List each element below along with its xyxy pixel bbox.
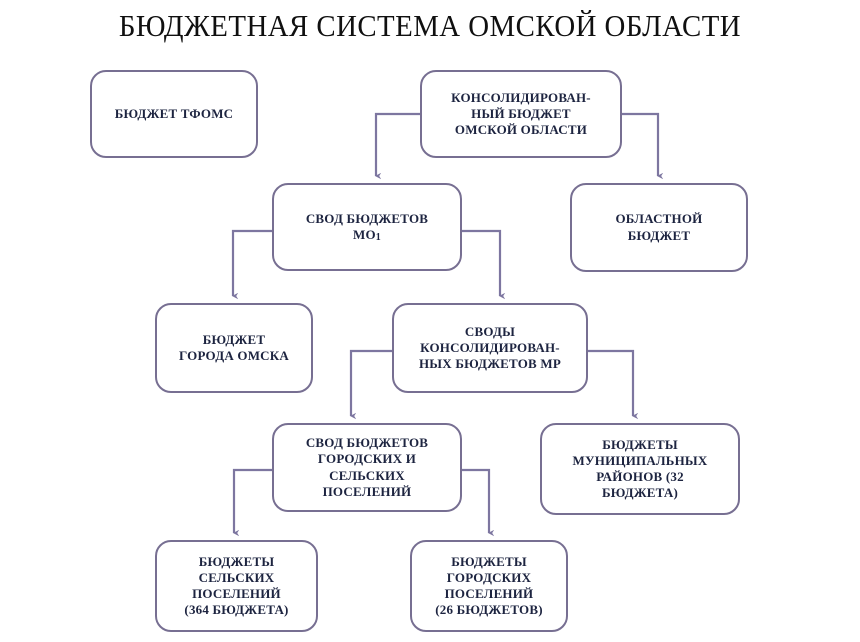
node-svod-budgets-urban-rural-settlements[interactable]: СВОД БЮДЖЕТОВ ГОРОДСКИХ И СЕЛЬСКИХ ПОСЕЛ…	[272, 423, 462, 512]
edge-svody-mr-to-munic-rayony	[588, 349, 639, 420]
node-budgets-municipal-districts[interactable]: БЮДЖЕТЫ МУНИЦИПАЛЬНЫХ РАЙОНОВ (32 БЮДЖЕТ…	[540, 423, 740, 515]
node-label: СВОДЫ КОНСОЛИДИРОВАН- НЫХ БЮДЖЕТОВ МР	[419, 323, 561, 372]
node-consolidated-budget-omsk-region[interactable]: КОНСОЛИДИРОВАН- НЫЙ БЮДЖЕТ ОМСКОЙ ОБЛАСТ…	[420, 70, 622, 158]
edge-svod-mo-to-omsk-city	[231, 229, 272, 300]
edge-svody-mr-to-svod-poseleniy	[349, 349, 392, 420]
edge-svod-mo-to-svody-mr	[462, 229, 506, 300]
node-label: БЮДЖЕТЫ ГОРОДСКИХ ПОСЕЛЕНИЙ (26 БЮДЖЕТОВ…	[435, 553, 543, 618]
footnote-marker: 1	[375, 231, 381, 243]
node-label: СВОД БЮДЖЕТОВ МО	[305, 210, 429, 242]
node-budgets-rural-settlements[interactable]: БЮДЖЕТЫ СЕЛЬСКИХ ПОСЕЛЕНИЙ (364 БЮДЖЕТА)	[155, 540, 318, 632]
edge-consolidated-to-oblastnoy	[622, 112, 664, 180]
node-label: БЮДЖЕТЫ СЕЛЬСКИХ ПОСЕЛЕНИЙ (364 БЮДЖЕТА)	[184, 553, 289, 618]
node-svod-budgets-mo[interactable]: СВОД БЮДЖЕТОВ МО1	[272, 183, 462, 271]
node-label: БЮДЖЕТЫ МУНИЦИПАЛЬНЫХ РАЙОНОВ (32 БЮДЖЕТ…	[572, 436, 708, 501]
node-svody-consolidated-budgets-mr[interactable]: СВОДЫ КОНСОЛИДИРОВАН- НЫХ БЮДЖЕТОВ МР	[392, 303, 588, 393]
node-label: БЮДЖЕТ ТФОМС	[114, 105, 234, 121]
node-label: БЮДЖЕТ ГОРОДА ОМСКА	[179, 331, 289, 363]
edge-consolidated-to-svod-mo	[374, 112, 420, 180]
node-budget-city-of-omsk[interactable]: БЮДЖЕТ ГОРОДА ОМСКА	[155, 303, 313, 393]
node-label: ОБЛАСТНОЙ БЮДЖЕТ	[615, 211, 703, 243]
page-title: БЮДЖЕТНАЯ СИСТЕМА ОМСКОЙ ОБЛАСТИ	[118, 8, 742, 43]
node-oblastnoy-budget[interactable]: ОБЛАСТНОЙ БЮДЖЕТ	[570, 183, 748, 272]
node-budgets-urban-settlements[interactable]: БЮДЖЕТЫ ГОРОДСКИХ ПОСЕЛЕНИЙ (26 БЮДЖЕТОВ…	[410, 540, 568, 632]
edge-svod-poseleniy-to-gorodskie	[462, 468, 495, 537]
node-label: СВОД БЮДЖЕТОВ ГОРОДСКИХ И СЕЛЬСКИХ ПОСЕЛ…	[305, 435, 429, 499]
edge-svod-poseleniy-to-selskie	[232, 468, 272, 537]
node-label: КОНСОЛИДИРОВАН- НЫЙ БЮДЖЕТ ОМСКОЙ ОБЛАСТ…	[451, 89, 591, 138]
node-budget-tfoms[interactable]: БЮДЖЕТ ТФОМС	[90, 70, 258, 158]
